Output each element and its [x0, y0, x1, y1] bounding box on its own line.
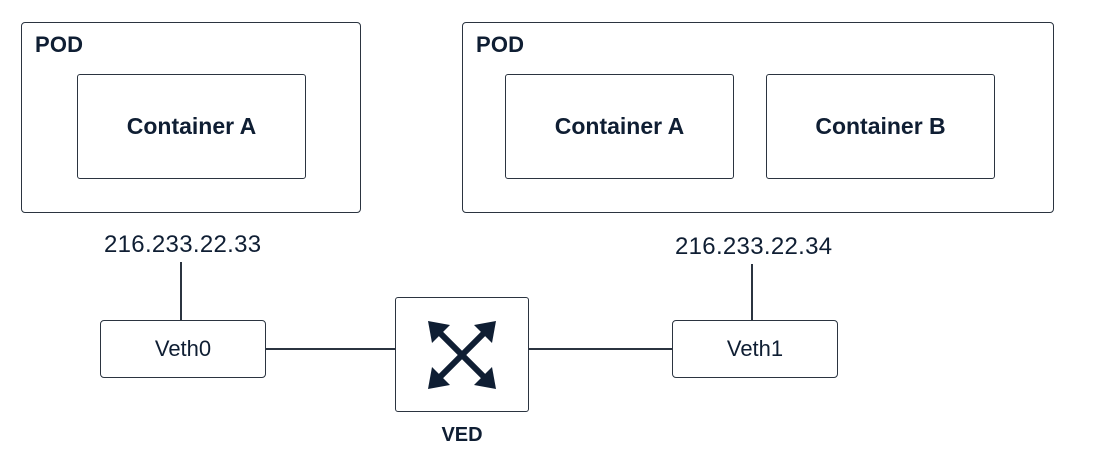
pod-left-container-a-label: Container A [126, 113, 257, 139]
ved-label: VED [441, 424, 483, 446]
cross-arrows-icon [428, 320, 496, 389]
pod-right-container-b: Container B [766, 74, 995, 179]
veth1-box: Veth1 [672, 320, 838, 378]
pod-right-container-a-label: Container A [554, 113, 685, 139]
pod-right-ip: 216.233.22.34 [675, 233, 833, 260]
pod-right: POD Container A Container B [462, 22, 1054, 213]
pod-left-container-a: Container A [77, 74, 306, 179]
pod-right-container-b-label: Container B [815, 113, 946, 139]
pod-left-label: POD [35, 32, 84, 57]
pod-left: POD Container A [21, 22, 361, 213]
pod-right-label: POD [476, 32, 525, 57]
pod-right-container-a: Container A [505, 74, 734, 179]
connector-right-vertical [751, 264, 753, 321]
ved-switch [395, 297, 529, 412]
veth0-box: Veth0 [100, 320, 266, 378]
connector-veth0-switch [265, 348, 396, 350]
pod-left-ip: 216.233.22.33 [104, 231, 262, 258]
veth0-label: Veth0 [154, 336, 212, 361]
connector-switch-veth1 [528, 348, 673, 350]
veth1-label: Veth1 [726, 336, 784, 361]
connector-left-vertical [180, 262, 182, 321]
